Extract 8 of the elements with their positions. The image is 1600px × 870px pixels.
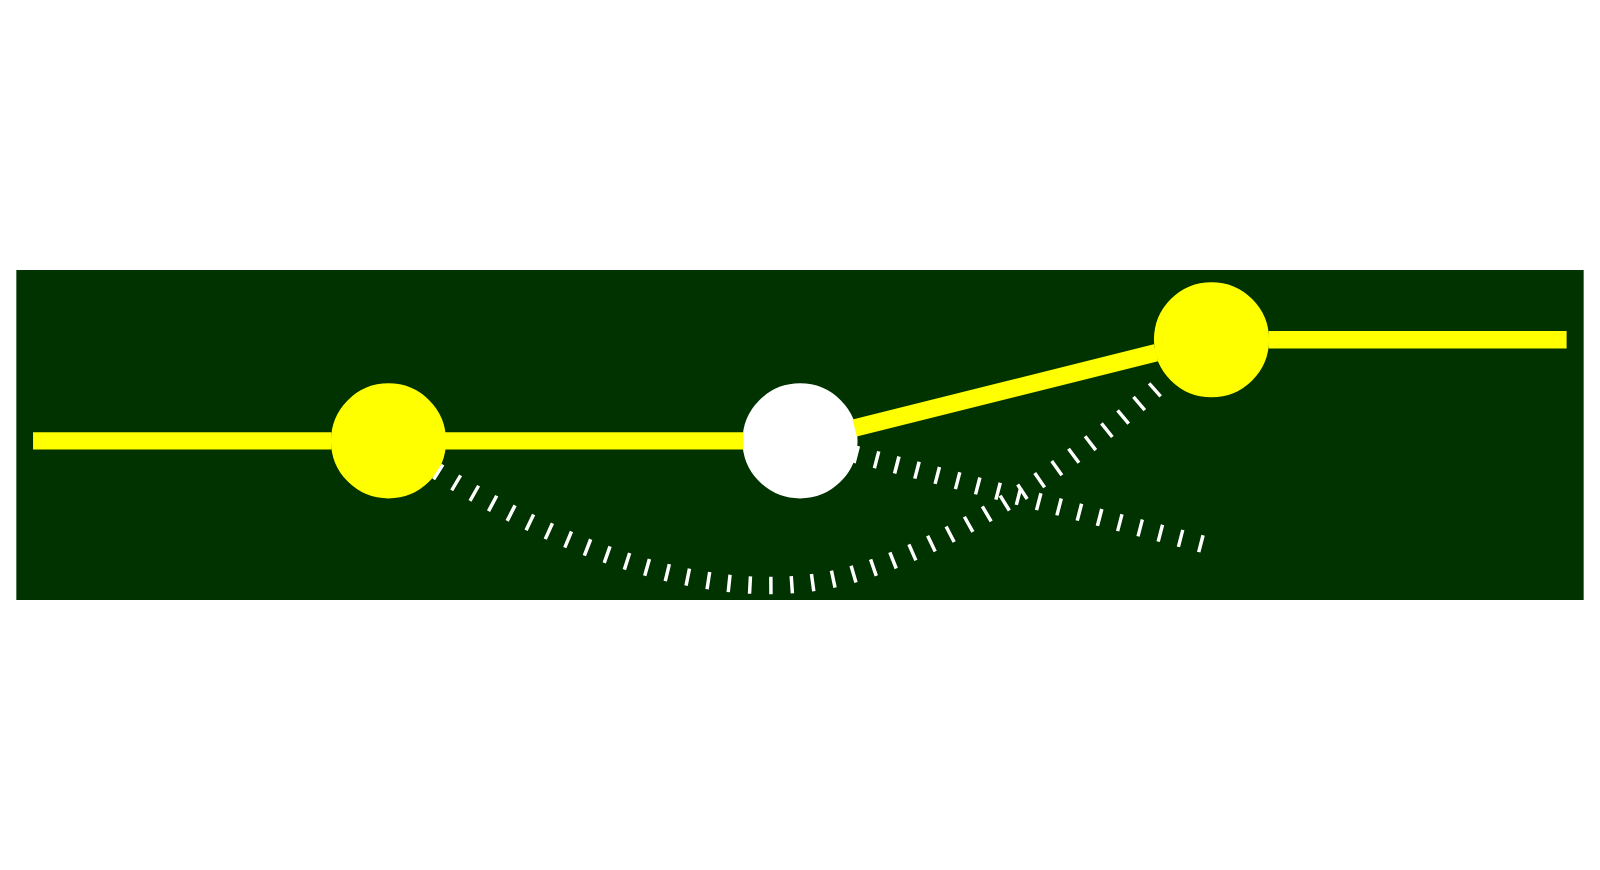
node-circle xyxy=(1153,282,1270,398)
connector xyxy=(852,445,1210,554)
connector xyxy=(444,432,744,450)
connector xyxy=(1268,331,1567,349)
node-circle xyxy=(742,383,858,499)
node-circle xyxy=(330,383,447,499)
connector xyxy=(33,432,332,450)
connector xyxy=(852,344,1159,437)
